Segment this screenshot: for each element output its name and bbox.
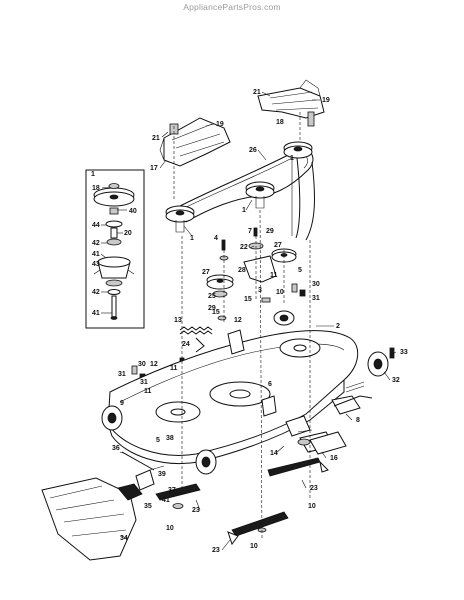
callout-12b: 12 (150, 361, 158, 368)
blade-left (155, 483, 201, 509)
inset-callout-43: 43 (92, 261, 100, 268)
idler-spring (179, 326, 213, 335)
callout-37: 37 (168, 487, 176, 494)
inset-callout-42: 42 (92, 240, 100, 247)
callout-7: 7 (248, 228, 252, 235)
callout-23b: 23 (310, 485, 318, 492)
callout-23a: 23 (192, 507, 200, 514)
callout-29b: 29 (208, 305, 216, 312)
inset-callout-40: 40 (129, 208, 137, 215)
inset-callout-41: 41 (92, 251, 100, 258)
callout-41: 41 (162, 497, 170, 504)
callout-15a: 15 (244, 296, 252, 303)
callout-4: 4 (214, 235, 218, 242)
callout-31c: 31 (140, 379, 148, 386)
callout-19b: 19 (216, 121, 224, 128)
callout-21a: 21 (253, 89, 261, 96)
callout-10b: 10 (166, 525, 174, 532)
callout-2: 2 (336, 323, 340, 330)
callout-30b: 30 (138, 361, 146, 368)
idler-pulleys (206, 242, 297, 298)
callout-17: 17 (150, 165, 158, 172)
callout-11b: 11 (170, 365, 178, 372)
pulley-left (165, 205, 195, 233)
callout-13: 13 (174, 317, 182, 324)
callout-34: 34 (120, 535, 128, 542)
callout-10d: 10 (250, 543, 258, 550)
callout-5: 5 (298, 267, 302, 274)
callout-labels: 1 18 40 44 20 42 41 43 42 41 21 19 18 21… (91, 89, 408, 554)
leader-lines (119, 91, 397, 551)
callout-25: 25 (208, 293, 216, 300)
callout-1c: 1 (190, 235, 194, 242)
callout-31a: 31 (312, 295, 320, 302)
callout-5b: 5 (156, 437, 160, 444)
pulley-cover-right (257, 79, 325, 127)
pulley-right-stack (283, 141, 313, 159)
centerlines (173, 112, 311, 541)
callout-11c: 11 (144, 388, 152, 395)
callout-35: 35 (144, 503, 152, 510)
callout-6: 6 (268, 381, 272, 388)
deck-rod (195, 337, 205, 353)
callout-32: 32 (392, 377, 400, 384)
callout-38: 38 (166, 435, 174, 442)
callout-39: 39 (158, 471, 166, 478)
chute-rod (121, 451, 165, 471)
callout-22: 22 (240, 244, 248, 251)
watermark: AppliancePartsPros.com (183, 2, 281, 12)
deck-belt (175, 148, 315, 241)
callout-30a: 30 (312, 281, 320, 288)
callout-27b: 27 (202, 269, 210, 276)
callout-16: 16 (330, 455, 338, 462)
callout-14: 14 (270, 450, 278, 457)
callout-8: 8 (356, 417, 360, 424)
callout-26: 26 (249, 147, 257, 154)
callout-10a: 10 (276, 289, 284, 296)
callout-36: 36 (112, 445, 120, 452)
callout-3: 3 (258, 287, 262, 294)
inset-callout-1: 1 (91, 171, 95, 178)
callout-28: 28 (238, 267, 246, 274)
callout-9: 9 (120, 400, 124, 407)
callout-19a: 19 (322, 97, 330, 104)
pulley-center (245, 181, 275, 209)
callout-10c: 10 (308, 503, 316, 510)
spindle-assembly-inset (85, 169, 145, 329)
callout-15b: 15 (212, 309, 220, 316)
callout-11a: 11 (270, 272, 278, 279)
deck-link-arm (297, 395, 373, 455)
blade-center (227, 511, 289, 546)
inset-callout-44: 44 (92, 222, 100, 229)
callout-29: 29 (266, 228, 274, 235)
mower-deck-housing (101, 310, 389, 475)
callout-27a: 27 (274, 242, 282, 249)
inset-callout-20: 20 (124, 230, 132, 237)
callout-12a: 12 (234, 317, 242, 324)
callout-33: 33 (400, 349, 408, 356)
callout-1a: 1 (290, 155, 294, 162)
callout-24: 24 (182, 341, 190, 348)
callout-23c: 23 (212, 547, 220, 554)
callout-21b: 21 (152, 135, 160, 142)
inset-callout-42b: 42 (92, 289, 100, 296)
inset-callout-18: 18 (92, 185, 100, 192)
callout-18a: 18 (276, 119, 284, 126)
callout-1b: 1 (242, 207, 246, 214)
callout-31b: 31 (118, 371, 126, 378)
discharge-chute (41, 469, 155, 561)
inset-callout-41b: 41 (92, 310, 100, 317)
